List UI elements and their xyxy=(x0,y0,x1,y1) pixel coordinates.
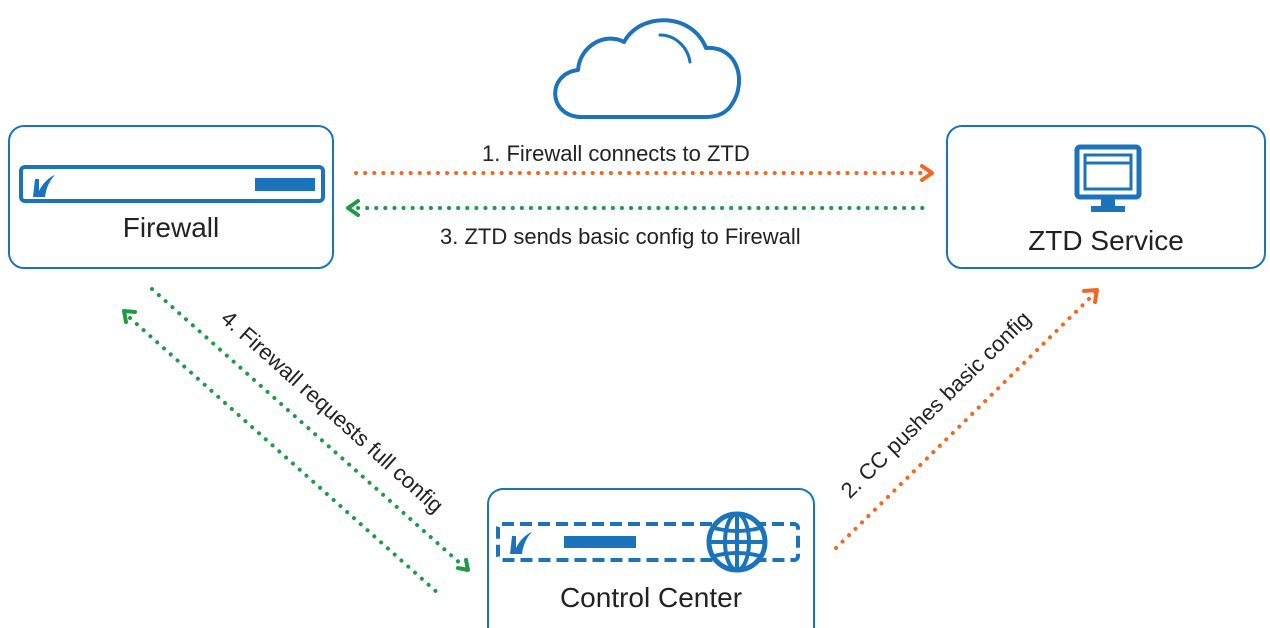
monitor-icon xyxy=(1074,144,1142,212)
firewall-appliance-icon xyxy=(19,165,325,203)
edge-3-arrowhead xyxy=(346,199,360,217)
firewall-node: Firewall xyxy=(8,125,334,269)
edge-4-label: 4. Firewall requests full config xyxy=(216,305,449,518)
edge-2-arrowhead xyxy=(1082,288,1099,304)
control-center-label: Control Center xyxy=(559,582,743,613)
edge-2-line xyxy=(834,290,1098,550)
globe-icon xyxy=(706,511,768,573)
firewall-label: Firewall xyxy=(122,212,220,243)
control-center-node: Control Center xyxy=(487,488,815,628)
ztd-service-node: ZTD Service xyxy=(946,125,1266,269)
edge-1-arrowhead xyxy=(920,164,934,182)
edge-4-arrowhead-cc xyxy=(456,558,470,572)
edge-3-label: 3. ZTD sends basic config to Firewall xyxy=(440,224,801,249)
edge-4-line-a xyxy=(150,287,464,567)
edge-4-arrowhead-fw xyxy=(122,309,137,324)
edge-1-label: 1. Firewall connects to ZTD xyxy=(482,141,750,166)
edge-2-label: 2. CC pushes basic config xyxy=(835,306,1036,504)
ztd-service-label: ZTD Service xyxy=(1028,225,1184,256)
